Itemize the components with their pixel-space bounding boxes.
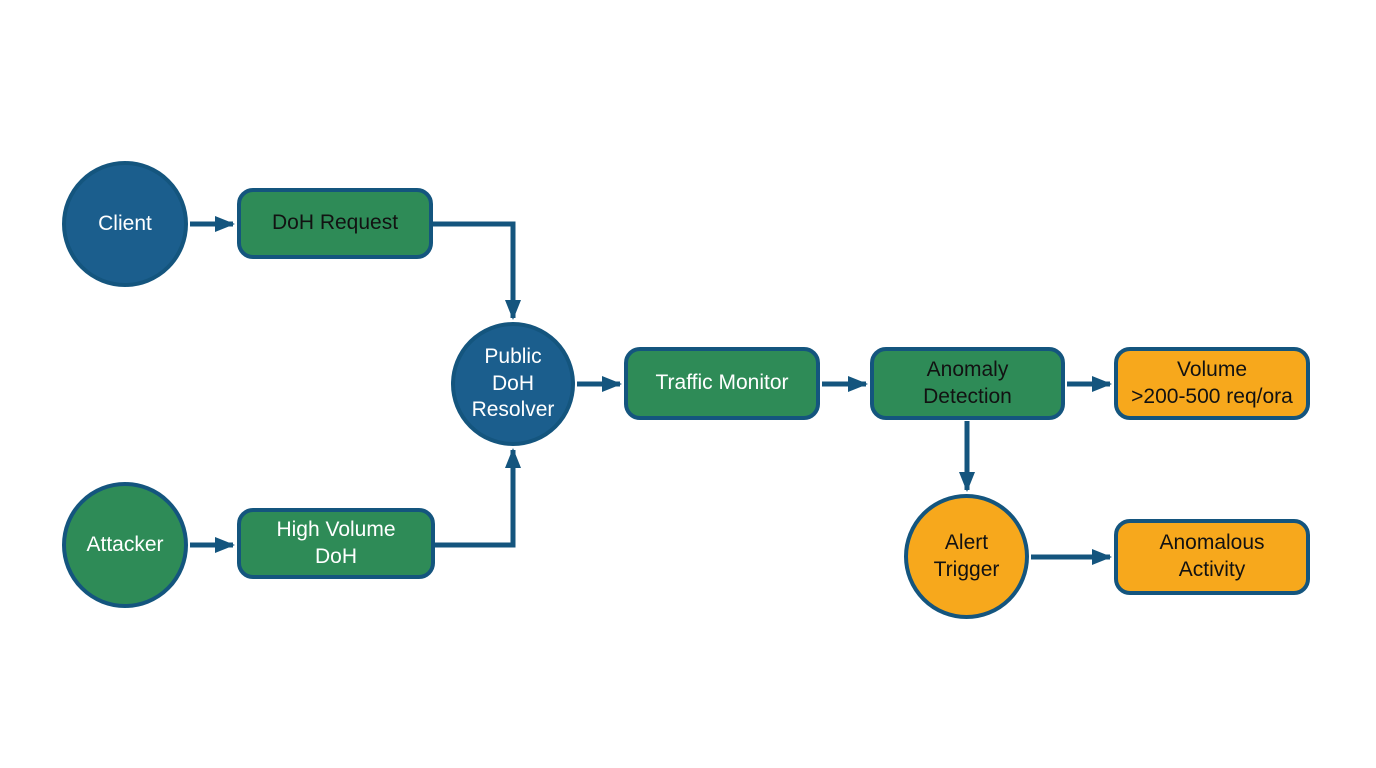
node-alert-trigger: Alert Trigger [904,494,1029,619]
node-client-label: Client [98,211,152,235]
node-anomalous-activity-label: Anomalous Activity [1159,531,1265,581]
node-anomalous-activity: Anomalous Activity [1114,519,1310,595]
node-client: Client [62,161,188,287]
node-high-volume-doh: High Volume DoH [237,508,435,579]
node-doh-request: DoH Request [237,188,433,259]
node-high-volume-doh-label: High Volume DoH [276,517,396,568]
edge-high-volume-doh-to-resolver [435,448,521,548]
node-alert-trigger-label: Alert Trigger [933,530,1000,581]
node-volume-threshold: Volume >200-500 req/ora [1114,347,1310,420]
node-public-doh-resolver: Public DoH Resolver [451,322,575,446]
node-doh-request-label: DoH Request [271,211,399,235]
node-anomaly-detection: Anomaly Detection [870,347,1065,420]
node-volume-threshold-label: Volume >200-500 req/ora [1131,357,1293,408]
node-traffic-monitor: Traffic Monitor [624,347,820,420]
node-traffic-monitor-label: Traffic Monitor [655,371,789,395]
edge-doh-request-to-resolver [433,221,521,320]
node-public-doh-resolver-label: Public DoH Resolver [471,345,555,422]
node-anomaly-detection-label: Anomaly Detection [923,357,1012,408]
node-attacker-label: Attacker [86,532,164,556]
node-attacker: Attacker [62,482,188,608]
